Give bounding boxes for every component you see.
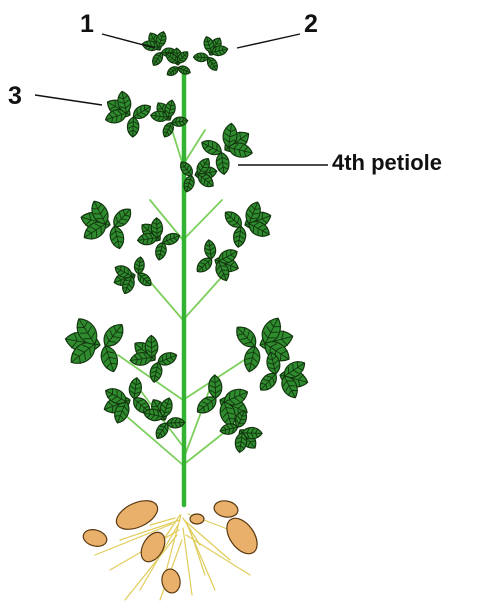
compound-leaf	[130, 211, 184, 265]
leaflet	[98, 344, 121, 374]
leaflet	[177, 159, 195, 178]
label-leaf-1: 1	[80, 10, 94, 38]
compound-leaf	[97, 84, 156, 142]
label-leaf-2: 2	[304, 10, 318, 38]
leaflet	[242, 345, 262, 374]
compound-leaf	[75, 194, 137, 253]
tubers	[81, 495, 263, 595]
callout-leaf-2	[237, 34, 300, 48]
tuber	[81, 527, 108, 549]
leaflet	[177, 64, 192, 76]
callout-leaf-3	[35, 95, 102, 105]
label-4th-petiole: 4th petiole	[332, 150, 442, 175]
leaflet	[128, 377, 143, 399]
compound-leaf	[61, 312, 130, 377]
leaflet	[165, 64, 180, 77]
compound-leaf	[108, 253, 155, 299]
compound-leaf	[190, 30, 233, 74]
leaves	[61, 25, 314, 459]
compound-leaf	[191, 370, 257, 434]
root-strand	[184, 520, 230, 560]
leaflet	[193, 53, 208, 62]
leaflet	[108, 225, 126, 250]
label-leaf-3: 3	[8, 82, 22, 110]
leaflet	[127, 117, 139, 137]
leaflet	[215, 152, 230, 175]
petiole	[183, 200, 222, 240]
petiole	[183, 130, 205, 165]
petiole	[172, 130, 183, 165]
compound-leaf	[97, 373, 156, 429]
tuber	[213, 499, 239, 519]
leaflet	[232, 226, 247, 248]
tuber	[190, 514, 204, 524]
leaflet	[133, 256, 145, 274]
leaflet	[99, 320, 128, 351]
compound-leaf	[122, 328, 182, 388]
tuber	[221, 513, 264, 560]
leaflet	[208, 375, 222, 399]
leaflet	[203, 239, 216, 259]
compound-leaf	[219, 195, 278, 251]
